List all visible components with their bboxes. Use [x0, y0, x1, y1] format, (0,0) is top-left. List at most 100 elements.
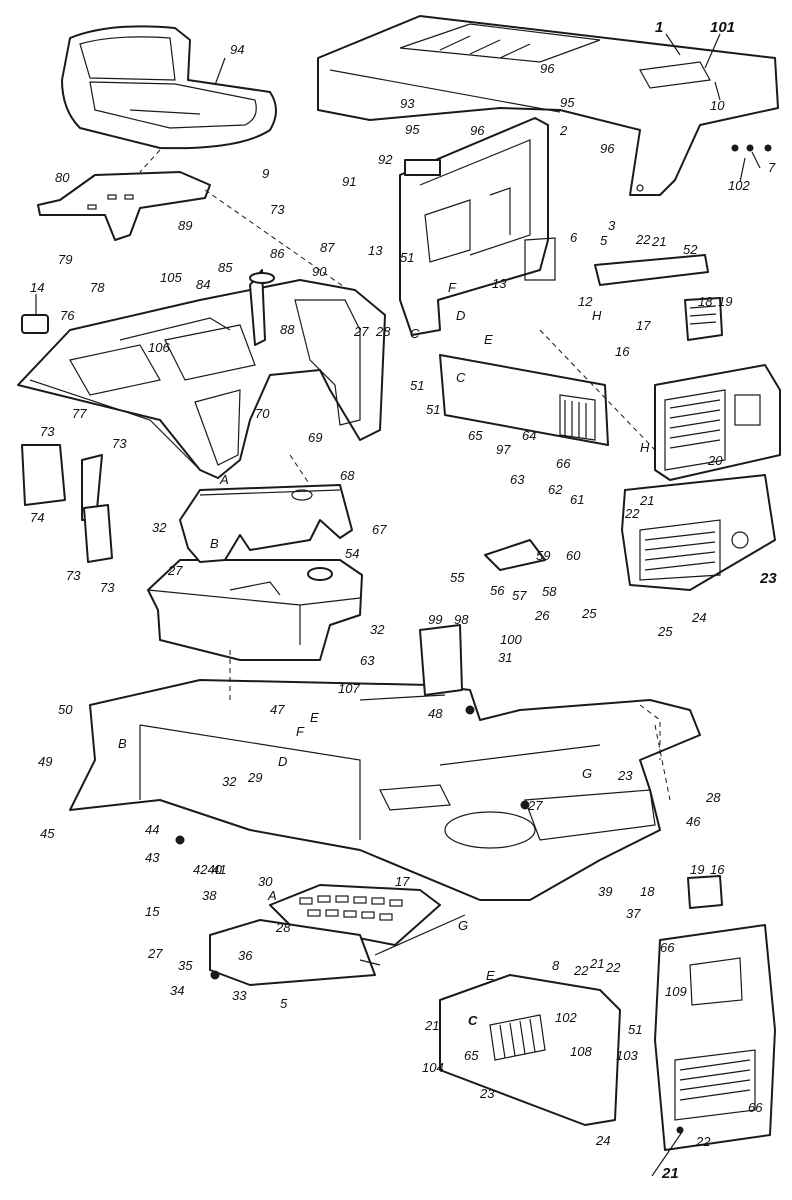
callout-69: 69: [308, 430, 322, 445]
callout-84: 84: [196, 277, 210, 292]
callout-22: 21: [589, 956, 604, 971]
tank-bracket-part: [179, 484, 353, 563]
connector-letter: F: [296, 724, 305, 739]
callout-66: 102: [555, 1010, 577, 1025]
connector-letter: E: [486, 968, 495, 983]
connector-letter: B: [118, 736, 127, 751]
side-panel-lower-part: [439, 974, 621, 1126]
callout-67: 67: [372, 522, 387, 537]
callout-95: 95: [405, 122, 420, 137]
callout-24: 22: [695, 1134, 711, 1149]
callout-28: 28: [375, 324, 391, 339]
callout-108: 103: [616, 1048, 638, 1063]
callout-54: 54: [345, 546, 359, 561]
connector-letter: A: [219, 472, 229, 487]
connector-letter: C: [468, 1013, 478, 1028]
connector-letter: F: [448, 280, 457, 295]
dash-panel-part: [399, 117, 556, 336]
callout-43: 4240: [193, 862, 223, 877]
callout-59: 59: [536, 548, 550, 563]
callout-96: 96: [600, 141, 615, 156]
callout-99: 99: [428, 612, 442, 627]
connection-letters: F C D E H C H A B B E F D G A G E C: [118, 280, 650, 1028]
callout-80: 80: [55, 170, 70, 185]
side-panel-upper-part: [439, 354, 609, 446]
callout-34: 33: [232, 988, 247, 1003]
fender-part: [17, 279, 386, 479]
callout-10: 10: [710, 98, 725, 113]
callout-15: 17: [395, 874, 410, 889]
callout-93: 93: [400, 96, 415, 111]
callout-52: 52: [683, 242, 698, 257]
callout-66: 24: [595, 1133, 610, 1148]
callout-56: 56: [490, 583, 505, 598]
callout-106: 106: [148, 340, 170, 355]
callout-2: 2: [559, 123, 568, 138]
callout-78: 78: [90, 280, 105, 295]
callout-38: 15: [145, 904, 160, 919]
callout-5: 8: [552, 958, 560, 973]
small-hardware-parts: [21, 144, 772, 1134]
seat-part: [61, 25, 277, 150]
callout-30: 39: [598, 884, 612, 899]
callout-103: 104: [422, 1060, 444, 1075]
seat-bracket-part: [37, 149, 361, 299]
callout-12: 12: [578, 294, 593, 309]
callout-35: 34: [170, 983, 184, 998]
callout-65: 23: [479, 1086, 495, 1101]
connector-letter: D: [278, 754, 287, 769]
callout-27: 27: [353, 324, 369, 339]
callout-27: 27: [167, 563, 183, 578]
callout-70: 70: [255, 406, 270, 421]
callout-89: 89: [178, 218, 192, 233]
chassis-frame-part: [69, 679, 701, 901]
callout-50: 47: [270, 702, 285, 717]
callout-32: 32: [370, 622, 385, 637]
callout-29: 23: [617, 768, 633, 783]
callout-32: 32: [152, 520, 167, 535]
callout-58: 58: [542, 584, 557, 599]
callout-73: 73: [100, 580, 115, 595]
callout-55: 55: [450, 570, 465, 585]
connector-letter: G: [458, 918, 468, 933]
callout-51: 51: [410, 378, 424, 393]
callout-18: 19: [690, 862, 704, 877]
callout-21: 22: [605, 960, 621, 975]
callout-24: 24: [691, 610, 706, 625]
callout-19: 16: [710, 862, 725, 877]
callout-85: 85: [218, 260, 233, 275]
callout-73: 73: [270, 202, 285, 217]
callout-32: 27: [527, 798, 543, 813]
callout-28: 46: [686, 814, 701, 829]
callout-18: 18: [698, 294, 713, 309]
callout-22: 22: [635, 232, 651, 247]
callout-4240: 41: [212, 862, 226, 877]
callout-22: 66: [660, 940, 675, 955]
callout-102: 51: [628, 1022, 642, 1037]
connector-letter: C: [410, 326, 420, 341]
callout-62: 62: [548, 482, 563, 497]
callout-65: 65: [468, 428, 483, 443]
callout-95: 95: [560, 95, 575, 110]
callout-61: 61: [570, 492, 584, 507]
callout-17: 18: [640, 884, 655, 899]
callout-102: 102: [728, 178, 750, 193]
connector-letter: A: [267, 888, 277, 903]
callout-31: 63: [360, 653, 375, 668]
callout-51: 21: [424, 1018, 439, 1033]
callout-66: 66: [556, 456, 571, 471]
callout-44: 43: [145, 850, 160, 865]
callout-79: 79: [58, 252, 72, 267]
callout-36: 35: [178, 958, 193, 973]
callout-98: 98: [454, 612, 469, 627]
callout-19: 19: [718, 294, 732, 309]
connector-letter: C: [456, 370, 466, 385]
callout-21: 21: [651, 234, 666, 249]
callout-96: 96: [540, 61, 555, 76]
callout-33: 5: [280, 996, 288, 1011]
callout-87: 87: [320, 240, 335, 255]
callout-16: 16: [615, 344, 630, 359]
connector-letter: D: [456, 308, 465, 323]
